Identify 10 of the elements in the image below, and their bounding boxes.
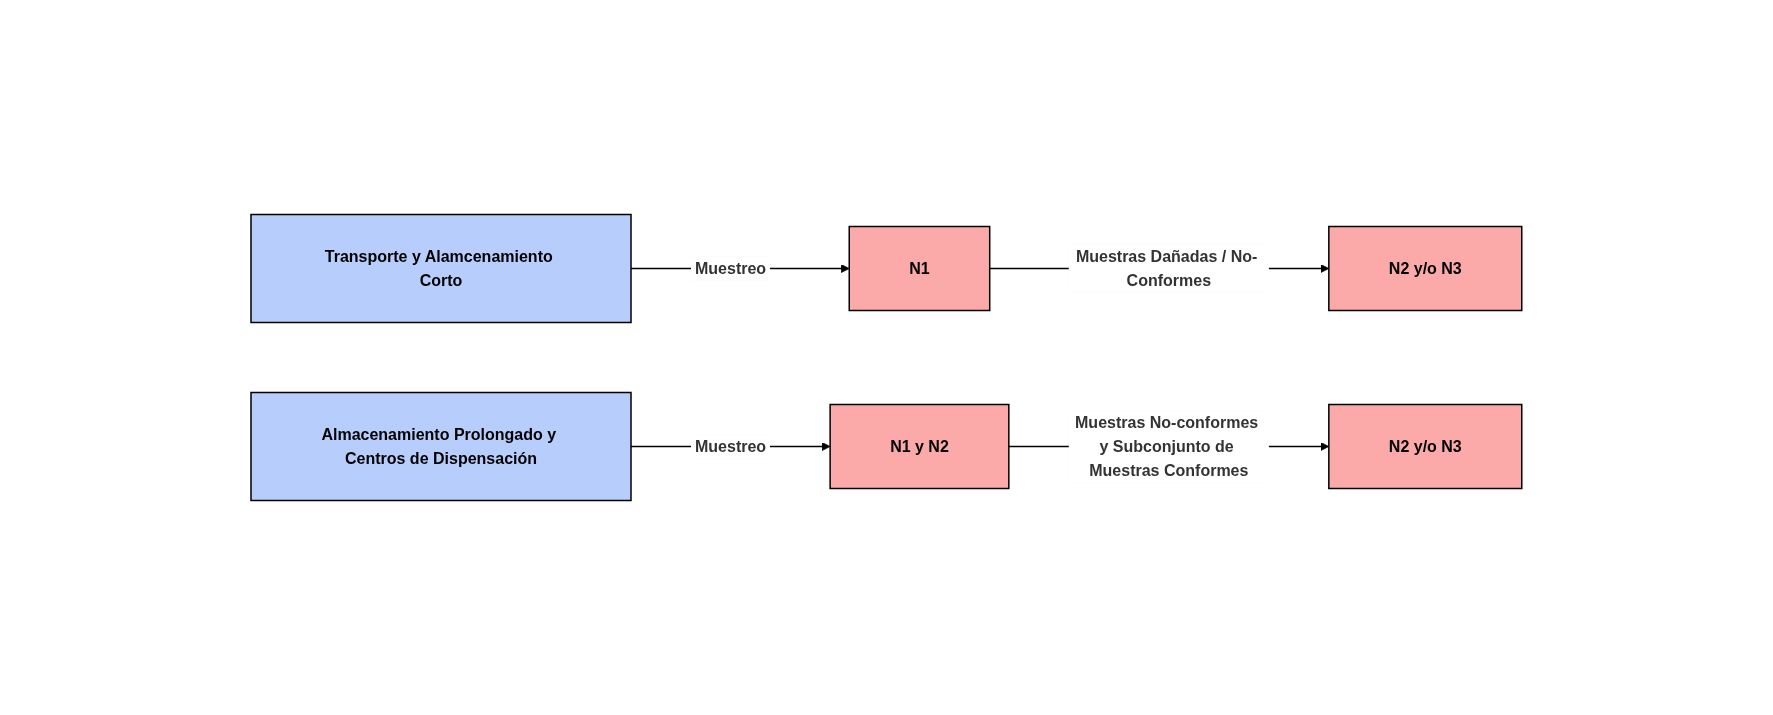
edge-label: Muestreo [695, 259, 767, 277]
edge-label: Muestreo [695, 437, 767, 455]
node-box: N2 y/o N3 [1328, 225, 1523, 312]
node-box: N1 y N2 [829, 403, 1010, 490]
node-box: N2 y/o N3 [1328, 403, 1523, 490]
node-box: N1 [848, 225, 991, 312]
node-box: Almacenamiento Prolongado y Centros de Dispensación [250, 391, 632, 502]
edge-label: Muestras No-conformes y Subconjunto de Muestras Conformes [1075, 413, 1259, 479]
node-box: Transporte y Alamcenamiento Corto [250, 213, 632, 324]
edge-label: Muestras Dañadas / No- Conformes [1076, 247, 1258, 289]
